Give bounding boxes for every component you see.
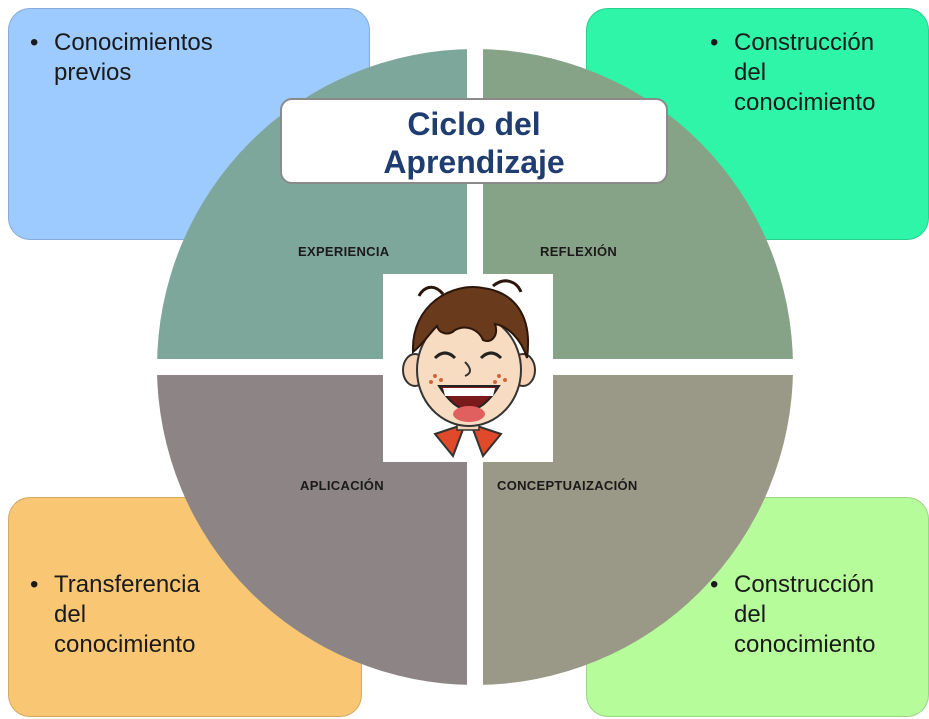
text-line: previos: [54, 59, 132, 86]
text-line: del: [734, 59, 767, 86]
corner-text-bottom-left: • Transferencia del conocimiento: [30, 570, 274, 660]
bullet: •: [30, 29, 39, 56]
text-line: conocimiento: [734, 89, 876, 116]
text-line: del: [734, 601, 767, 628]
bullet: •: [710, 571, 719, 598]
label-reflexion: REFLEXIÓN: [540, 244, 618, 259]
label-aplicacion: APLICACIÓN: [300, 478, 384, 493]
corner-text-top-left: • Conocimientos previos: [30, 28, 274, 88]
laughing-boy-icon: [402, 279, 536, 458]
text-line: Construcción: [734, 29, 875, 56]
text-line: Conocimientos: [54, 29, 213, 56]
text-line: conocimiento: [734, 631, 876, 658]
label-experiencia: EXPERIENCIA: [298, 244, 390, 259]
text-line: del: [54, 601, 87, 628]
bullet: •: [710, 29, 719, 56]
text-line: conocimiento: [54, 631, 196, 658]
corner-text-top-right: • Construcción del conocimiento: [710, 28, 924, 118]
title-line-2: Aprendizaje: [383, 144, 565, 180]
corner-text-bottom-right: • Construcción del conocimiento: [710, 570, 924, 660]
title-line-1: Ciclo del: [407, 106, 541, 142]
text-line: Transferencia: [54, 571, 200, 598]
text-line: Construcción: [734, 571, 875, 598]
diagram-title: Ciclo del Aprendizaje: [280, 98, 668, 184]
center-image-card: [383, 274, 553, 462]
bullet: •: [30, 571, 39, 598]
label-conceptualizacion: CONCEPTUAIZACIÓN: [497, 478, 638, 493]
